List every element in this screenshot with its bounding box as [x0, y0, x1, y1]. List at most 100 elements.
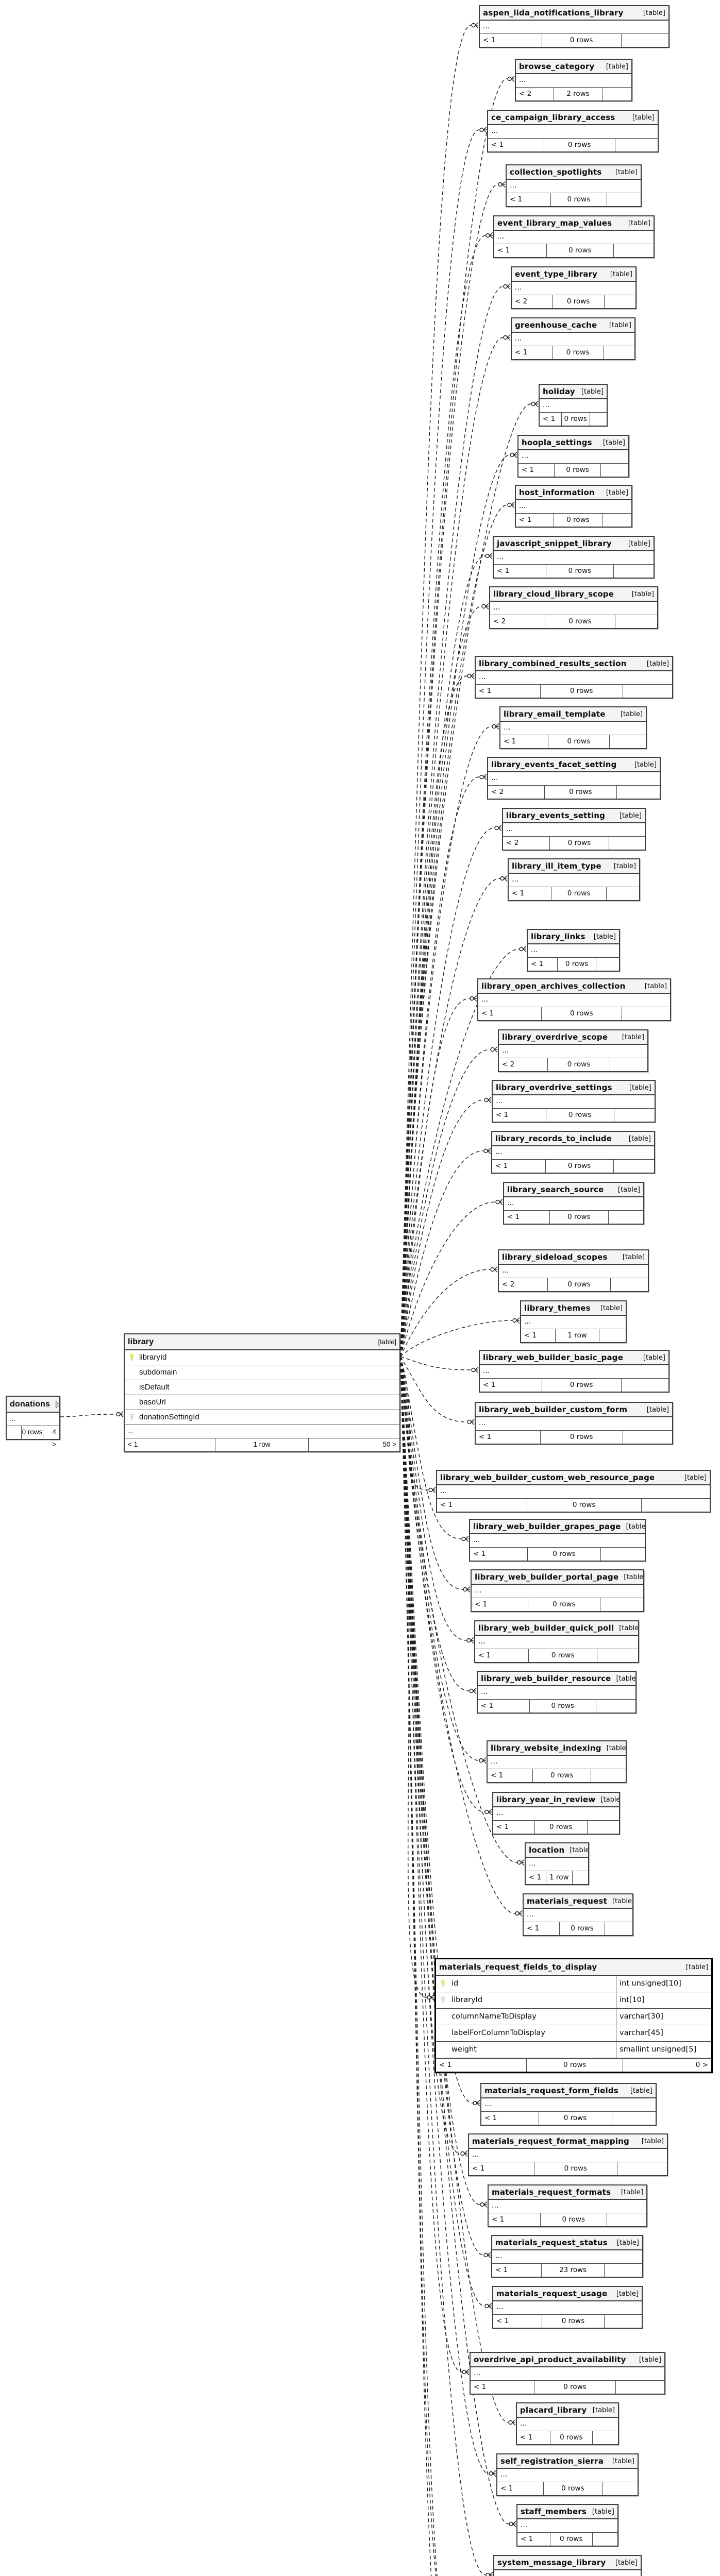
table-name[interactable]: overdrive_api_product_availability — [474, 2355, 626, 2364]
table-name[interactable]: materials_request_form_fields — [484, 2086, 618, 2095]
related-table-library_web_builder_basic_page[interactable]: library_web_builder_basic_page [table] .… — [479, 1350, 669, 1393]
table-name[interactable]: materials_request_status — [495, 2238, 608, 2247]
table-name[interactable]: browse_category — [519, 62, 595, 71]
related-table-system_message_library[interactable]: system_message_library [table] ... < 1 0… — [493, 2555, 642, 2576]
table-name[interactable]: ce_campaign_library_access — [491, 113, 615, 122]
related-table-overdrive_api_product_availability[interactable]: overdrive_api_product_availability [tabl… — [470, 2352, 665, 2395]
table-name[interactable]: library_email_template — [504, 709, 606, 719]
table-name[interactable]: library_web_builder_resource — [481, 1674, 611, 1683]
related-table-materials_request_status[interactable]: materials_request_status [table] ... < 1… — [491, 2235, 643, 2278]
related-table-ce_campaign_library_access[interactable]: ce_campaign_library_access [table] ... <… — [487, 110, 659, 152]
table-name[interactable]: location — [529, 1845, 565, 1855]
table-name[interactable]: library — [128, 1337, 154, 1346]
related-table-materials_request_form_fields[interactable]: materials_request_form_fields [table] ..… — [480, 2083, 657, 2126]
table-name[interactable]: donations — [10, 1399, 51, 1409]
table-donations[interactable]: donations [table] ... 0 rows 4 > — [6, 1396, 60, 1448]
table-name[interactable]: materials_request_usage — [496, 2289, 608, 2298]
table-name[interactable]: library_search_source — [507, 1185, 604, 1194]
table-name[interactable]: event_library_map_values — [497, 218, 612, 228]
related-table-library_combined_results_section[interactable]: library_combined_results_section [table]… — [475, 656, 673, 699]
related-table-library_cloud_library_scope[interactable]: library_cloud_library_scope [table] ... … — [489, 586, 658, 629]
related-table-javascript_snippet_library[interactable]: javascript_snippet_library [table] ... <… — [493, 536, 655, 579]
table-name[interactable]: greenhouse_cache — [515, 320, 597, 330]
related-table-greenhouse_cache[interactable]: greenhouse_cache [table] ... < 1 0 rows — [511, 317, 635, 360]
table-name[interactable]: materials_request_fields_to_display — [439, 1962, 597, 1972]
table-name[interactable]: library_overdrive_scope — [502, 1032, 608, 1042]
table-materials-request-fields-to-display[interactable]: materials_request_fields_to_display [tab… — [434, 1958, 713, 2073]
related-table-library_year_in_review[interactable]: library_year_in_review [table] ... < 1 0… — [492, 1792, 620, 1835]
related-table-location[interactable]: location [table] ... < 1 1 row — [525, 1842, 589, 1885]
table-name[interactable]: materials_request_format_mapping — [472, 2137, 629, 2146]
footer-children-count: < 1 — [488, 1769, 533, 1782]
table-name[interactable]: library_website_indexing — [491, 1743, 601, 1753]
related-table-library_themes[interactable]: library_themes [table] ... < 1 1 row — [520, 1300, 627, 1343]
table-name[interactable]: library_ill_item_type — [512, 861, 601, 871]
table-name[interactable]: library_events_setting — [506, 811, 606, 820]
related-table-placard_library[interactable]: placard_library [table] ... < 1 0 rows — [516, 2402, 619, 2445]
table-name[interactable]: holiday — [543, 387, 575, 396]
table-name[interactable]: library_records_to_include — [495, 1134, 612, 1143]
related-table-library_web_builder_custom_web_resource_page[interactable]: library_web_builder_custom_web_resource_… — [436, 1470, 711, 1513]
related-table-library_open_archives_collection[interactable]: library_open_archives_collection [table]… — [477, 978, 671, 1021]
table-name[interactable]: javascript_snippet_library — [497, 539, 612, 548]
related-table-library_email_template[interactable]: library_email_template [table] ... < 1 0… — [499, 706, 647, 749]
related-table-library_web_builder_custom_form[interactable]: library_web_builder_custom_form [table] … — [475, 1402, 673, 1445]
related-table-library_overdrive_scope[interactable]: library_overdrive_scope [table] ... < 2 … — [498, 1029, 648, 1072]
related-table-library_records_to_include[interactable]: library_records_to_include [table] ... <… — [491, 1131, 655, 1174]
related-table-holiday[interactable]: holiday [table] ... < 1 0 rows — [539, 384, 608, 427]
related-table-materials_request[interactable]: materials_request [table] ... < 1 0 rows — [523, 1893, 633, 1936]
table-name[interactable]: materials_request — [527, 1896, 607, 1906]
related-table-library_web_builder_resource[interactable]: library_web_builder_resource [table] ...… — [477, 1671, 637, 1714]
table-name[interactable]: system_message_library — [497, 2558, 606, 2567]
related-table-host_information[interactable]: host_information [table] ... < 1 0 rows — [515, 485, 632, 528]
table-name[interactable]: library_web_builder_custom_form — [479, 1405, 628, 1414]
related-table-staff_members[interactable]: staff_members [table] ... < 1 0 rows — [516, 2504, 618, 2547]
related-table-library_website_indexing[interactable]: library_website_indexing [table] ... < 1… — [487, 1740, 627, 1783]
table-name[interactable]: staff_members — [521, 2507, 587, 2516]
related-table-materials_request_format_mapping[interactable]: materials_request_format_mapping [table]… — [468, 2133, 668, 2176]
related-table-materials_request_usage[interactable]: materials_request_usage [table] ... < 1 … — [492, 2286, 643, 2329]
related-table-materials_request_formats[interactable]: materials_request_formats [table] ... < … — [488, 2184, 647, 2227]
table-library[interactable]: library [table] libraryId subdomain isDe… — [124, 1333, 400, 1452]
table-name[interactable]: library_cloud_library_scope — [493, 589, 614, 599]
table-name[interactable]: materials_request_formats — [492, 2188, 611, 2197]
table-name[interactable]: library_themes — [524, 1303, 591, 1313]
table-name[interactable]: library_web_builder_basic_page — [483, 1353, 624, 1362]
related-table-library_web_builder_portal_page[interactable]: library_web_builder_portal_page [table] … — [471, 1569, 644, 1612]
table-name[interactable]: self_registration_sierra — [500, 2456, 604, 2466]
related-table-library_ill_item_type[interactable]: library_ill_item_type [table] ... < 1 0 … — [508, 858, 640, 901]
table-name[interactable]: library_overdrive_settings — [496, 1083, 612, 1092]
related-table-collection_spotlights[interactable]: collection_spotlights [table] ... < 1 0 … — [506, 164, 642, 207]
related-table-library_overdrive_settings[interactable]: library_overdrive_settings [table] ... <… — [492, 1080, 656, 1123]
related-table-browse_category[interactable]: browse_category [table] ... < 2 2 rows — [515, 59, 632, 101]
table-name[interactable]: library_web_builder_portal_page — [475, 1572, 619, 1582]
related-table-event_type_library[interactable]: event_type_library [table] ... < 2 0 row… — [511, 266, 637, 309]
table-name[interactable]: host_information — [519, 488, 595, 497]
related-table-aspen_lida_notifications_library[interactable]: aspen_lida_notifications_library [table]… — [479, 5, 669, 48]
table-name[interactable]: library_web_builder_grapes_page — [473, 1522, 621, 1531]
table-name[interactable]: library_links — [531, 932, 585, 941]
related-table-library_sideload_scopes[interactable]: library_sideload_scopes [table] ... < 2 … — [498, 1249, 649, 1292]
table-name[interactable]: collection_spotlights — [510, 167, 602, 177]
related-table-event_library_map_values[interactable]: event_library_map_values [table] ... < 1… — [493, 215, 655, 258]
table-name[interactable]: library_sideload_scopes — [502, 1252, 608, 1262]
table-name[interactable]: library_year_in_review — [496, 1795, 596, 1804]
related-table-library_events_setting[interactable]: library_events_setting [table] ... < 2 0… — [502, 808, 646, 851]
table-name[interactable]: hoopla_settings — [522, 438, 592, 447]
table-name[interactable]: library_combined_results_section — [479, 659, 627, 668]
table-footer: < 1 0 rows — [476, 1430, 672, 1444]
related-table-library_search_source[interactable]: library_search_source [table] ... < 1 0 … — [503, 1182, 644, 1225]
table-name[interactable]: library_web_builder_quick_poll — [478, 1623, 614, 1633]
related-table-hoopla_settings[interactable]: hoopla_settings [table] ... < 1 0 rows — [517, 435, 629, 478]
table-name[interactable]: library_open_archives_collection — [481, 981, 626, 991]
table-name[interactable]: library_web_builder_custom_web_resource_… — [440, 1473, 655, 1482]
table-name[interactable]: placard_library — [520, 2405, 587, 2415]
table-name[interactable]: aspen_lida_notifications_library — [483, 8, 624, 18]
related-table-library_links[interactable]: library_links [table] ... < 1 0 rows — [527, 929, 620, 972]
table-name[interactable]: library_events_facet_setting — [491, 760, 617, 769]
related-table-library_events_facet_setting[interactable]: library_events_facet_setting [table] ...… — [487, 757, 661, 800]
related-table-self_registration_sierra[interactable]: self_registration_sierra [table] ... < 1… — [496, 2453, 639, 2496]
table-name[interactable]: event_type_library — [515, 269, 598, 279]
related-table-library_web_builder_quick_poll[interactable]: library_web_builder_quick_poll [table] .… — [474, 1620, 639, 1663]
related-table-library_web_builder_grapes_page[interactable]: library_web_builder_grapes_page [table] … — [469, 1519, 646, 1562]
